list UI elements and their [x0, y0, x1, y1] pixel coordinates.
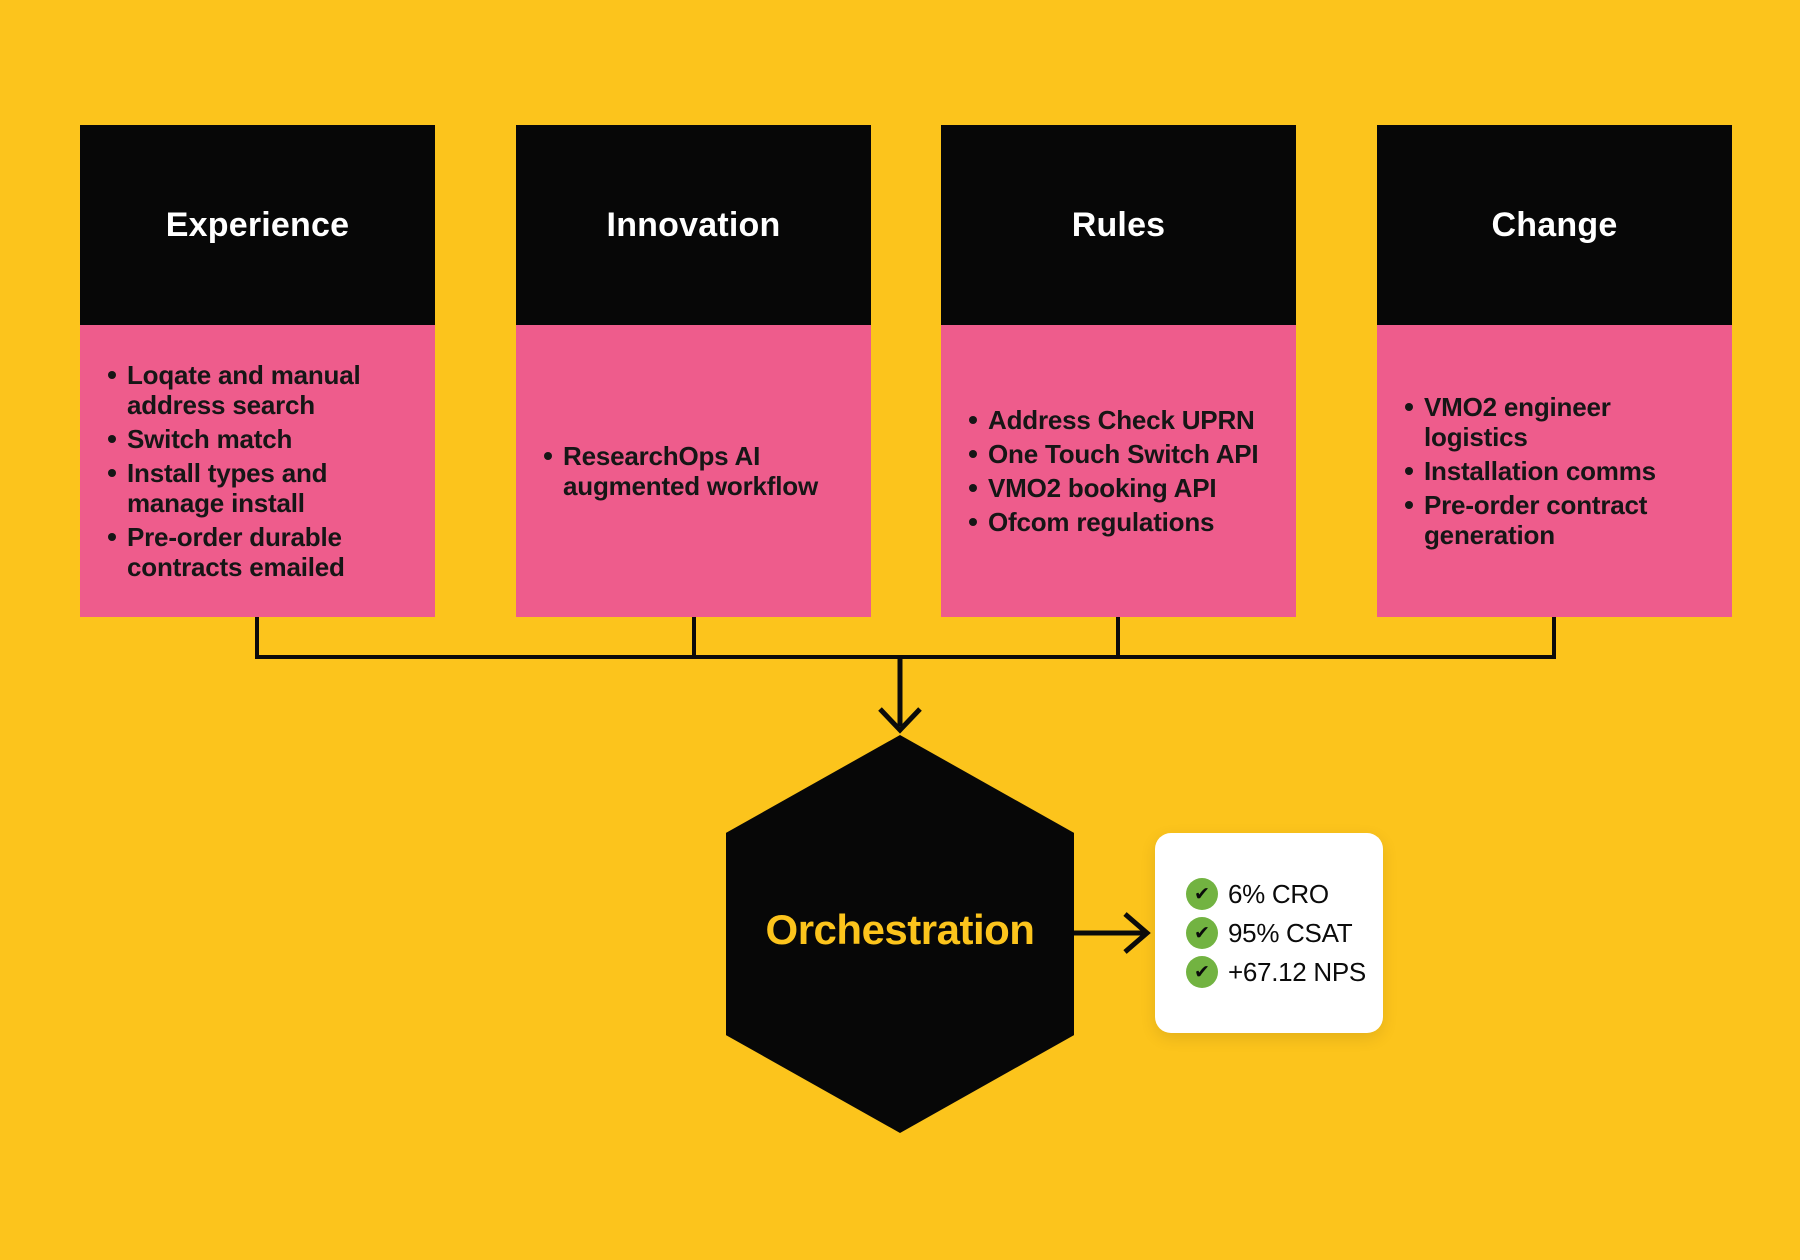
check-icon: ✔ — [1186, 956, 1218, 988]
metric-row: ✔ +67.12 NPS — [1186, 956, 1383, 988]
bullet-list: ResearchOps AI augmented workflow — [516, 437, 832, 505]
card-header: Experience — [80, 125, 435, 325]
card-title: Experience — [165, 205, 350, 244]
arrow-right-icon — [1123, 912, 1151, 954]
metric-label: 95% CSAT — [1228, 917, 1353, 948]
bullet-item: Install types and manage install — [108, 458, 361, 518]
metric-label: +67.12 NPS — [1228, 956, 1366, 987]
card-title: Rules — [1071, 205, 1166, 244]
arrow-down-icon — [878, 707, 922, 734]
bullet-item: Pre-order contract generation — [1405, 490, 1656, 550]
tree-rail — [255, 615, 1556, 659]
bullet-item: Ofcom regulations — [969, 507, 1258, 537]
card-header: Innovation — [516, 125, 871, 325]
pillar-card-experience: Experience Loqate and manual address sea… — [80, 125, 435, 617]
bullet-item: Switch match — [108, 424, 361, 454]
card-title: Change — [1491, 205, 1618, 244]
check-icon: ✔ — [1186, 878, 1218, 910]
card-title: Innovation — [606, 205, 781, 244]
bullet-item: VMO2 booking API — [969, 473, 1258, 503]
metric-row: ✔ 6% CRO — [1186, 878, 1383, 910]
bullet-item: One Touch Switch API — [969, 439, 1259, 469]
bullet-item: ResearchOps AI augmented workflow — [544, 441, 818, 501]
card-body: ResearchOps AI augmented workflow — [516, 325, 871, 617]
bullet-item: Installation comms — [1405, 456, 1656, 486]
bullet-item: Pre-order durable contracts emailed — [108, 522, 361, 582]
metric-label: 6% CRO — [1228, 878, 1329, 909]
card-header: Rules — [941, 125, 1296, 325]
pillar-card-innovation: Innovation ResearchOps AI augmented work… — [516, 125, 871, 617]
bullet-item: Address Check UPRN — [969, 405, 1258, 435]
bullet-list: Address Check UPRN One Touch Switch API VM… — [941, 401, 1272, 541]
card-body: Address Check UPRN One Touch Switch API VM… — [941, 325, 1296, 617]
hexagon-orchestration: Orchestration — [726, 735, 1074, 1133]
metric-row: ✔ 95% CSAT — [1186, 917, 1383, 949]
check-icon: ✔ — [1186, 917, 1218, 949]
metrics-card: ✔ 6% CRO ✔ 95% CSAT ✔ +67.12 NPS — [1155, 833, 1383, 1033]
card-header: Change — [1377, 125, 1732, 325]
pillar-card-rules: Rules Address Check UPRN One Touch Switch… — [941, 125, 1296, 617]
bullet-item: VMO2 engineer logistics — [1405, 392, 1656, 452]
hexagon-label: Orchestration — [765, 906, 1035, 953]
bullet-item: Loqate and manual address search — [108, 360, 361, 420]
